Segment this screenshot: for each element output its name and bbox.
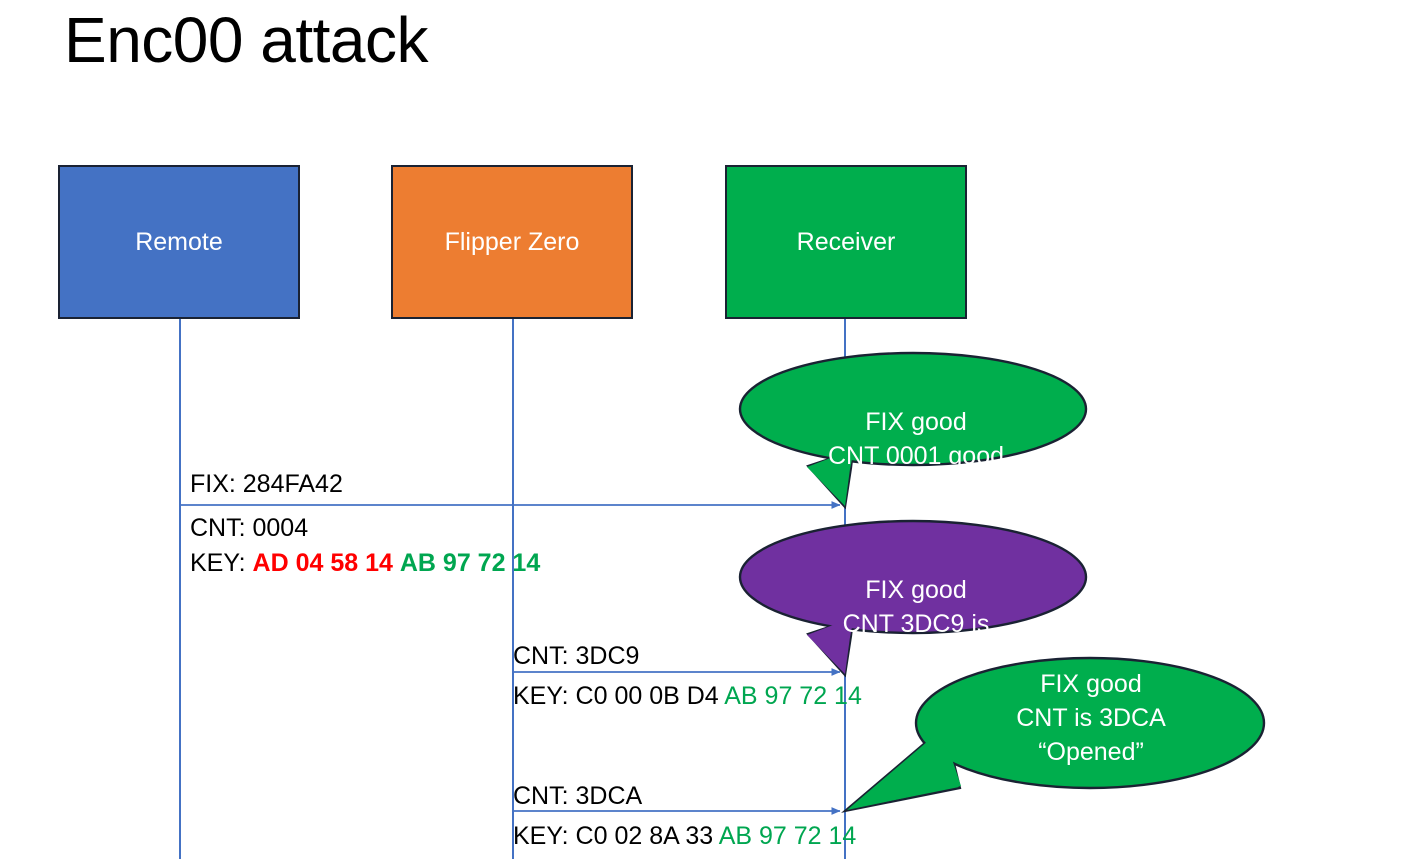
callout-shape-2	[738, 519, 1088, 678]
lifeline-flipper	[512, 319, 514, 859]
message-1-fix: FIX: 284FA42	[190, 470, 343, 498]
actor-label-remote: Remote	[135, 228, 223, 256]
callout-shape-1	[738, 351, 1088, 510]
actor-box-receiver: Receiver	[725, 165, 967, 319]
callout-shape-3	[841, 656, 1266, 813]
message-3-cnt: CNT: 3DCA	[513, 782, 643, 810]
message-1-key-label: KEY:	[190, 549, 253, 577]
actor-label-flipper: Flipper Zero	[444, 228, 580, 256]
message-2-key: KEY: C0 00 0B D4 AB 97 72 14	[513, 679, 862, 713]
actor-box-flipper: Flipper Zero	[391, 165, 633, 319]
message-3-key-label: KEY: C0 02 8A 33	[513, 822, 719, 850]
message-1-key-red: AD 04 58 14	[252, 549, 393, 577]
message-3-key-green: AB 97 72 14	[718, 822, 857, 850]
message-2-cnt: CNT: 3DC9	[513, 642, 640, 670]
actor-label-receiver: Receiver	[796, 228, 896, 256]
message-1-key-green: AB 97 72 14	[399, 549, 541, 577]
callout-bubble-fix-good-cnt-0001: FIX good CNT 0001 good “Opened”	[738, 348, 1094, 513]
message-2-key-green: AB 97 72 14	[724, 682, 862, 710]
callout-bubble-fix-good-cnt-3dca: FIX good CNT is 3DCA “Opened”	[840, 655, 1268, 815]
message-2-key-label: KEY: C0 00 0B D4	[513, 682, 725, 710]
message-3-key: KEY: C0 02 8A 33 AB 97 72 14	[513, 819, 856, 853]
page-title: Enc00 attack	[64, 4, 429, 76]
message-1-cnt: CNT: 0004	[190, 514, 309, 542]
message-1-key: KEY: AD 04 58 14 AB 97 72 14	[190, 546, 540, 580]
key-gap	[393, 549, 400, 577]
lifeline-remote	[179, 319, 181, 859]
actor-box-remote: Remote	[58, 165, 300, 319]
